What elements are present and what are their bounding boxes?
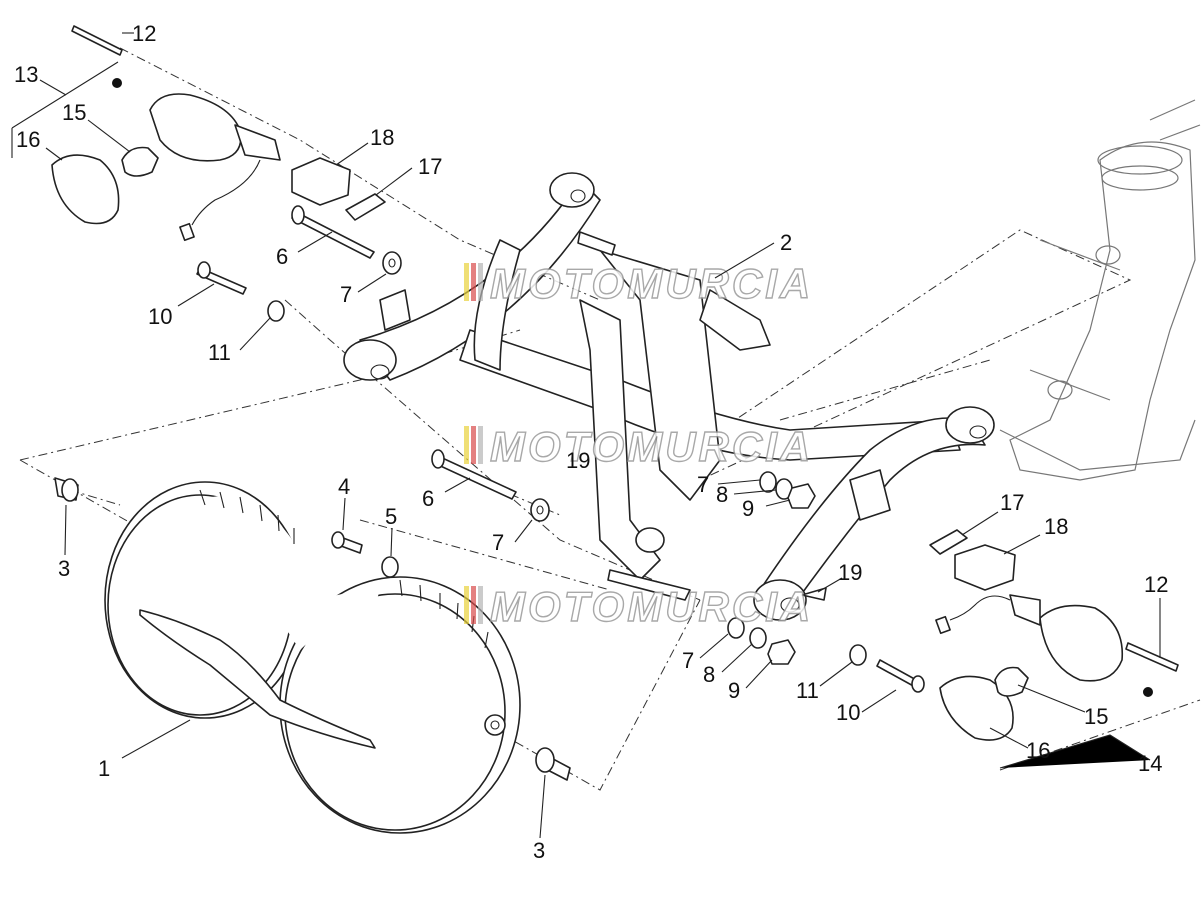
callout-leaders: [39, 32, 1161, 839]
lens-16-right: [939, 675, 1014, 741]
callout-15-left: 15: [62, 100, 86, 125]
vehicle-frame: [999, 99, 1201, 481]
washer-11-right: [849, 644, 867, 666]
callout-7-a: 7: [340, 282, 352, 307]
callout-11-right: 11: [796, 678, 819, 703]
watermark-middle: MOTOMURCIA: [464, 422, 813, 471]
headlight-assembly: [104, 481, 521, 834]
callout-17-top: 17: [418, 154, 442, 179]
callout-5: 5: [385, 504, 397, 529]
turn-signal-left: [51, 78, 281, 242]
washer-7-c: [759, 471, 777, 493]
callout-8-a: 8: [716, 482, 728, 507]
washer-5: [381, 556, 399, 578]
headlight-fins: [199, 489, 489, 649]
watermark-top: MOTOMURCIA: [464, 259, 813, 308]
callout-6-top: 6: [276, 244, 288, 269]
callout-16-left: 16: [16, 127, 40, 152]
hardware: [54, 25, 1179, 781]
block-18-right: [954, 544, 1016, 591]
callout-18-right: 18: [1044, 514, 1068, 539]
washer-7-b: [530, 498, 550, 522]
nut-9-b: [767, 639, 796, 665]
callout-19-right: 19: [838, 560, 862, 585]
washer-11-left: [267, 300, 285, 322]
callout-9-b: 9: [728, 678, 740, 703]
callout-13: 13: [14, 62, 38, 87]
callout-10-left: 10: [148, 304, 172, 329]
bolt-12-top: [71, 25, 123, 56]
group-line-14: [999, 734, 1151, 769]
pin-6-top: [291, 211, 375, 259]
callout-14: 14: [1138, 751, 1162, 776]
plate-17-top: [345, 193, 386, 221]
callout-10-right: 10: [836, 700, 860, 725]
bulb-15-right: [994, 666, 1029, 697]
callout-7-b: 7: [492, 530, 504, 555]
callout-3-right: 3: [533, 838, 545, 863]
callout-7-c: 7: [697, 472, 709, 497]
callout-12-right: 12: [1144, 572, 1168, 597]
callout-6-middle: 6: [422, 486, 434, 511]
lens-16-left: [51, 154, 120, 225]
headlight-bracket: [343, 172, 995, 621]
washer-7-a: [382, 251, 402, 275]
svg-text:MOTOMURCIA: MOTOMURCIA: [490, 423, 813, 470]
bolt-12-bottom: [1125, 642, 1179, 672]
callout-4: 4: [338, 474, 350, 499]
nut-9-a: [787, 483, 816, 509]
callout-12-top: 12: [132, 21, 156, 46]
callout-11-left: 11: [208, 340, 231, 365]
watermark-bottom: MOTOMURCIA: [464, 582, 813, 631]
callout-8-b: 8: [703, 662, 715, 687]
turn-signal-right: [935, 594, 1153, 741]
svg-text:MOTOMURCIA: MOTOMURCIA: [490, 583, 813, 630]
callout-1: 1: [98, 756, 110, 781]
callout-15-right: 15: [1084, 704, 1108, 729]
callout-labels: 1 2 3 3 4 5 6 6 7 7 7 7 8 8 9 9 10 10 11…: [14, 21, 1168, 863]
svg-text:MOTOMURCIA: MOTOMURCIA: [490, 260, 813, 307]
block-18-top: [291, 157, 351, 206]
callout-19-top: 19: [566, 448, 590, 473]
callout-7-d: 7: [682, 648, 694, 673]
washer-8-b: [749, 627, 767, 649]
callout-18-top: 18: [370, 125, 394, 150]
plate-17-right: [929, 529, 968, 555]
callout-17-right: 17: [1000, 490, 1024, 515]
callout-16-right: 16: [1026, 738, 1050, 763]
washer-7-d: [727, 617, 745, 639]
bulb-15-left: [121, 146, 159, 177]
callout-9-a: 9: [742, 496, 754, 521]
callout-3-left: 3: [58, 556, 70, 581]
callout-2: 2: [780, 230, 792, 255]
